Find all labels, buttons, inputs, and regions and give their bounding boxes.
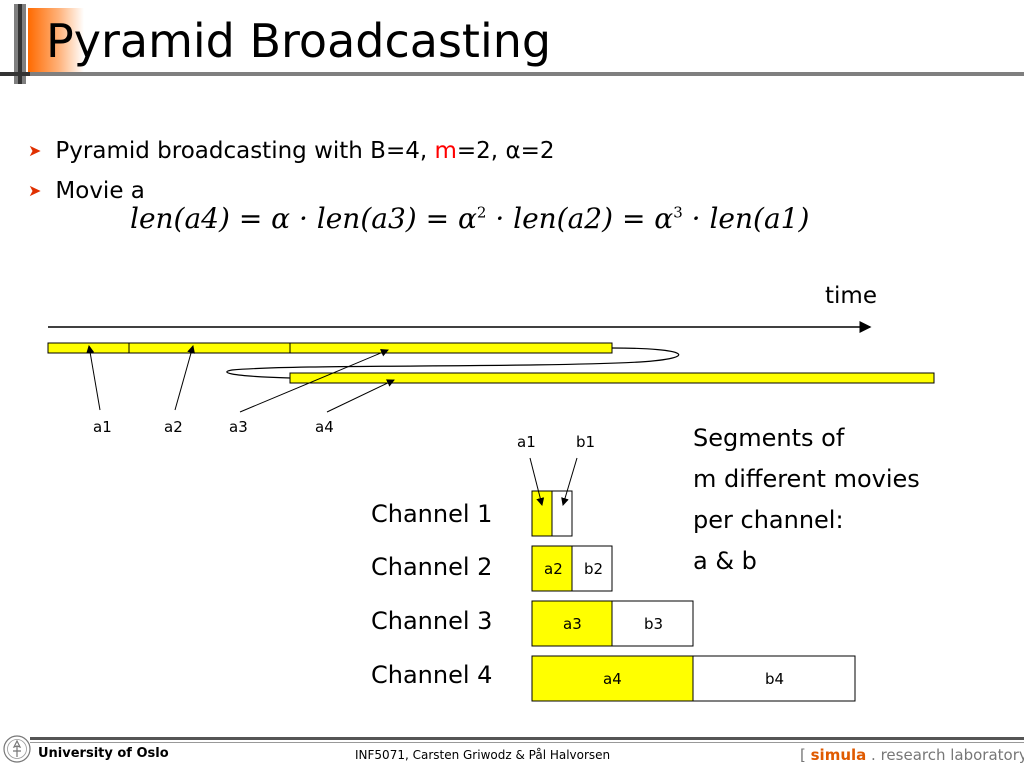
footer-university: University of Oslo	[38, 746, 169, 761]
channel-1-label: Channel 1	[371, 500, 493, 528]
bullet-2-text: Movie a	[55, 178, 145, 204]
formula-part-3: · len(a1)	[682, 202, 810, 235]
formula-exp-1: 2	[476, 203, 487, 222]
pointer-ch1-b1	[561, 457, 578, 506]
channel-4-label: Channel 4	[371, 661, 493, 689]
footer-lab-open: [	[800, 746, 811, 764]
footer-course: INF5071, Carsten Griwodz & Pål Halvorsen	[355, 748, 611, 762]
formula-part-1: len(a4) = α · len(a3) = α	[130, 202, 477, 235]
channel-2-b-box	[571, 545, 613, 592]
footer-rule	[30, 737, 1024, 740]
channel-3-b-box	[611, 600, 694, 647]
channel-2-label: Channel 2	[371, 553, 493, 581]
bullet-1-suffix: =2	[520, 138, 555, 164]
channel-3-a-label: a3	[563, 615, 582, 633]
channel-4-b-label: b4	[765, 670, 785, 688]
channel-4-a-box	[531, 655, 694, 702]
footer-lab-brand: simula	[810, 746, 867, 764]
university-seal-icon	[3, 735, 31, 763]
formula-exp-2: 3	[673, 203, 683, 222]
slide-title: Pyramid Broadcasting	[46, 14, 552, 68]
label-ch1-a1: a1	[517, 433, 536, 451]
channel-1-a-box	[531, 490, 553, 537]
channel-4-a-label: a4	[603, 670, 622, 688]
title-rule	[0, 72, 1024, 76]
time-label: time	[825, 283, 877, 309]
footer-lab-rest: . research laboratory ]	[866, 746, 1024, 764]
segment-a2-bar	[128, 342, 291, 354]
note-line-4: a & b	[693, 547, 757, 575]
footer-rule-thin	[30, 742, 1024, 743]
bullet-1-m: m	[434, 138, 457, 164]
label-a2: a2	[164, 418, 183, 436]
bullet-1: ➤ Pyramid broadcasting with B=4, m=2, α=2	[28, 136, 555, 168]
label-a3: a3	[229, 418, 248, 436]
segment-a1-bar	[47, 342, 130, 354]
label-a1: a1	[93, 418, 112, 436]
formula: len(a4) = α · len(a3) = α2 · len(a2) = α…	[130, 202, 809, 235]
bullet-1-alpha: α	[505, 138, 521, 164]
bullet-1-prefix: Pyramid broadcasting with B=4,	[55, 138, 435, 164]
segment-a4-bar	[289, 372, 935, 384]
channel-2-a-box	[531, 545, 573, 592]
channel-4-b-box	[692, 655, 856, 702]
wrap-curve	[226, 347, 680, 379]
formula-part-2: · len(a2) = α	[486, 202, 674, 235]
note-line-1: Segments of	[693, 424, 845, 452]
title-rule-dark	[0, 72, 30, 76]
channel-3-label: Channel 3	[371, 607, 493, 635]
pointer-a4	[326, 379, 395, 413]
footer-lab: [ simula . research laboratory ]	[800, 746, 1024, 764]
channel-2-b-label: b2	[584, 560, 604, 578]
bullet-2: ➤ Movie a	[28, 176, 145, 208]
label-ch1-b1: b1	[576, 433, 596, 451]
title-accent-bar-dark	[18, 4, 22, 84]
note-line-2: m different movies	[693, 465, 920, 493]
bullet-arrow-icon: ➤	[28, 181, 42, 200]
bullet-arrow-icon: ➤	[28, 141, 42, 160]
pointer-ch1-a1	[529, 457, 545, 506]
pointer-a2	[174, 345, 195, 411]
pointer-a1	[86, 345, 101, 411]
pointer-a3	[239, 349, 389, 413]
note-line-3: per channel:	[693, 506, 844, 534]
channel-2-a-label: a2	[544, 560, 563, 578]
label-a4: a4	[315, 418, 334, 436]
channel-3-b-label: b3	[644, 615, 664, 633]
title-accent	[28, 8, 84, 74]
segment-a3-bar	[289, 342, 613, 354]
channel-1-b-box	[551, 490, 573, 537]
bullet-1-mid: =2,	[456, 138, 506, 164]
